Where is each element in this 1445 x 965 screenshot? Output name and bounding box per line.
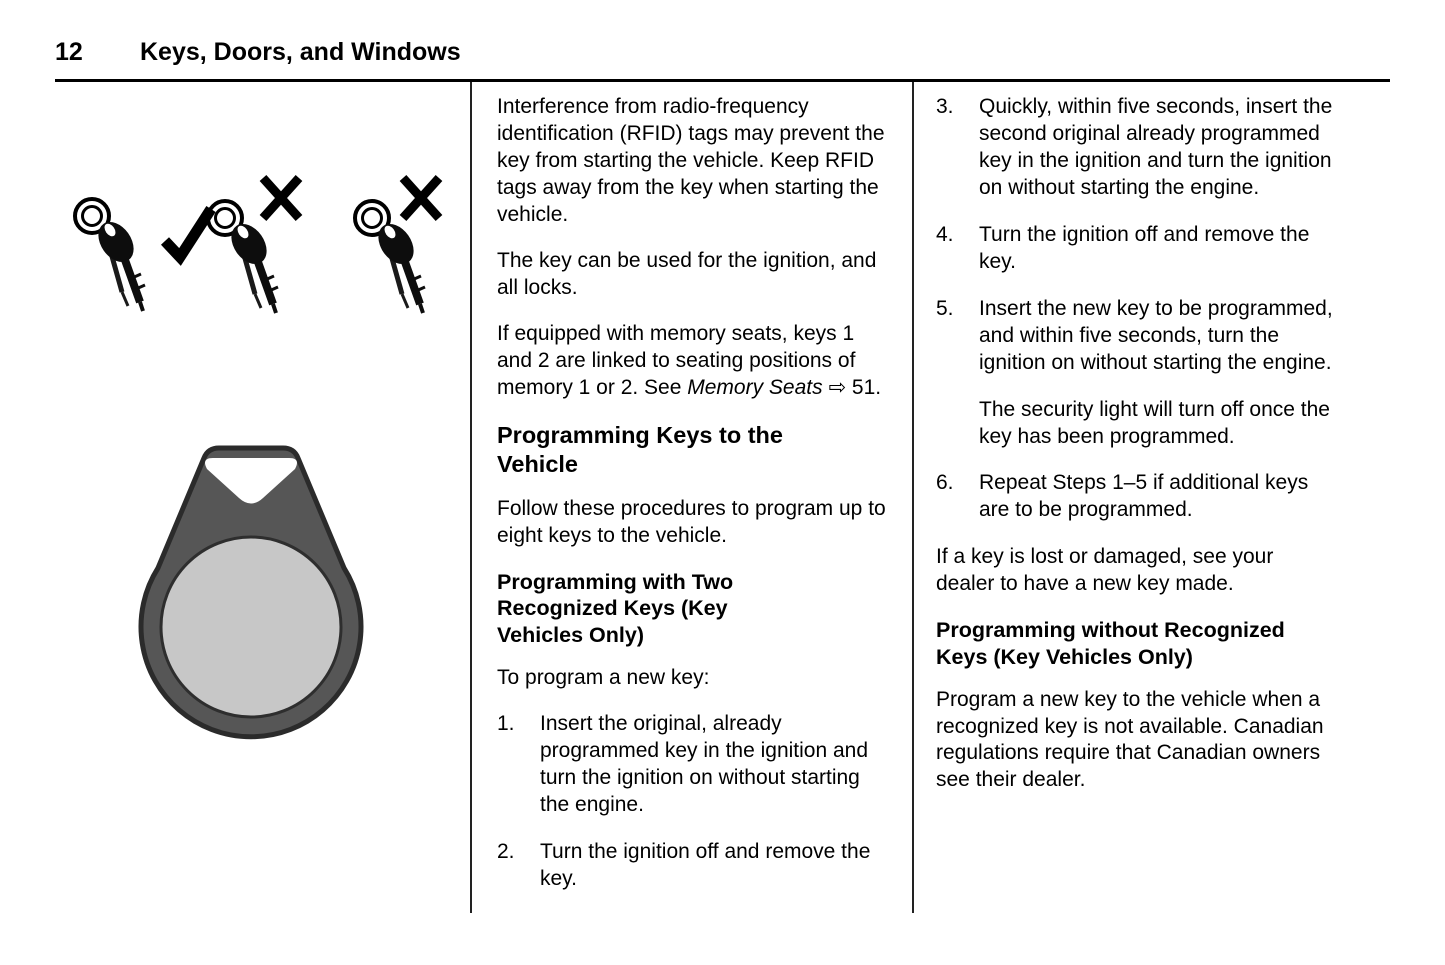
memory-seats-text: If equipped with memory seats, keys 1 an… xyxy=(497,321,856,399)
list-number: 5. xyxy=(936,296,954,320)
heading-programming-two-recognized-keys: Programming with Two Recognized Keys (Ke… xyxy=(497,569,734,648)
memory-seats-cross-reference: Memory Seats xyxy=(687,375,823,399)
x-mark-icon xyxy=(263,178,299,218)
list-text: Turn the ignition off and remove the key… xyxy=(540,840,871,891)
steps-list-1: 1. Insert the original, already programm… xyxy=(497,711,892,893)
list-item-step-3: 3. Quickly, within five seconds, insert … xyxy=(936,94,1334,202)
heading-programming-without-recognized-keys: Programming without Recognized Keys (Key… xyxy=(936,617,1285,669)
key-1-allowed xyxy=(75,199,211,311)
list-item-step-4: 4. Turn the ignition off and remove the … xyxy=(936,222,1334,276)
paragraph-canadian-regulations: Program a new key to the vehicle when a … xyxy=(936,687,1324,792)
list-text: Repeat Steps 1–5 if additional keys are … xyxy=(979,470,1309,521)
page-title: Keys, Doors, and Windows xyxy=(140,38,461,66)
key-3-not-allowed xyxy=(355,178,439,313)
list-number: 2. xyxy=(497,840,515,864)
paragraph-rfid: Interference from radio-frequency identi… xyxy=(497,95,885,226)
list-text: Quickly, within five seconds, insert the… xyxy=(979,95,1333,199)
paragraph-ignition-locks: The key can be used for the ignition, an… xyxy=(497,248,877,299)
content-columns: Interference from radio-frequency identi… xyxy=(55,82,1390,914)
key-fob-illustration xyxy=(138,445,364,740)
key-2-not-allowed xyxy=(208,178,299,313)
list-item-step-6: 6. Repeat Steps 1–5 if additional keys a… xyxy=(936,470,1334,524)
manual-page: 12 Keys, Doors, and Windows xyxy=(55,38,1390,914)
list-text: Insert the original, already programmed … xyxy=(540,712,869,817)
paragraph-follow-procedures: Follow these procedures to program up to… xyxy=(497,496,886,547)
list-text: Insert the new key to be programmed, and… xyxy=(979,296,1333,374)
steps-list-2: 3. Quickly, within five seconds, insert … xyxy=(936,94,1334,524)
keys-check-x-illustration xyxy=(65,172,475,324)
list-item-step-2: 2. Turn the ignition off and remove the … xyxy=(497,839,892,893)
page-header: 12 Keys, Doors, and Windows xyxy=(55,38,1390,82)
text-column-2: 3. Quickly, within five seconds, insert … xyxy=(912,82,1390,914)
list-number: 3. xyxy=(936,95,954,118)
security-light-note: The security light will turn off once th… xyxy=(979,397,1330,448)
list-number: 1. xyxy=(497,712,515,736)
memory-seats-page-ref: ⇨ 51 xyxy=(822,375,876,399)
list-text: Turn the ignition off and remove the key… xyxy=(979,222,1310,273)
list-number: 4. xyxy=(936,222,954,246)
x-mark-icon xyxy=(403,178,439,218)
fob-keyring-hole xyxy=(205,458,297,504)
list-item-step-1: 1. Insert the original, already programm… xyxy=(497,711,892,819)
paragraph-lost-key: If a key is lost or damaged, see your de… xyxy=(936,544,1274,595)
list-number: 6. xyxy=(936,470,954,494)
page-number: 12 xyxy=(55,38,83,66)
heading-programming-keys: Programming Keys to the Vehicle xyxy=(497,421,783,478)
memory-seats-period: . xyxy=(875,375,882,399)
text-column-1: Interference from radio-frequency identi… xyxy=(470,82,912,914)
list-item-step-5: 5. Insert the new key to be programmed, … xyxy=(936,296,1334,377)
paragraph-memory-seats: If equipped with memory seats, keys 1 an… xyxy=(497,321,892,402)
illustration-column xyxy=(55,82,470,913)
checkmark-icon xyxy=(165,209,211,257)
paragraph-to-program: To program a new key: xyxy=(497,666,710,690)
fob-center-disc xyxy=(159,535,343,719)
